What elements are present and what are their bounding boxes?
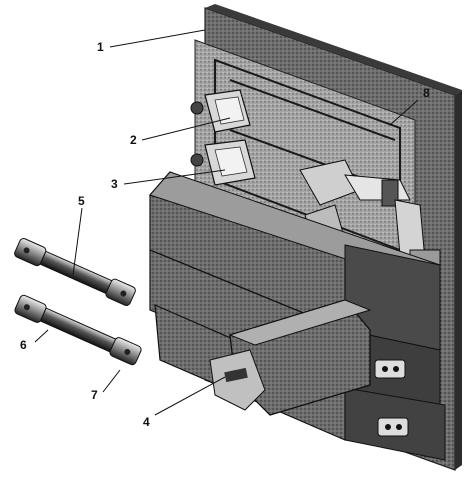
lower-contact-clip bbox=[190, 139, 256, 186]
leader-8 bbox=[389, 99, 419, 126]
leader-lines bbox=[34, 29, 419, 416]
leader-1 bbox=[109, 29, 206, 48]
callout-1: 1 bbox=[97, 40, 104, 54]
callout-5: 5 bbox=[78, 194, 85, 208]
leader-5 bbox=[72, 207, 83, 276]
leader-6 bbox=[34, 329, 49, 343]
callout-3: 3 bbox=[111, 177, 118, 191]
fuse-upper bbox=[14, 238, 136, 306]
leader-7 bbox=[102, 369, 121, 393]
callout-labels: 1 2 3 4 5 6 7 8 bbox=[20, 40, 430, 429]
leader-4 bbox=[154, 376, 226, 416]
callout-2: 2 bbox=[130, 133, 137, 147]
callout-4: 4 bbox=[143, 415, 150, 429]
leader-3 bbox=[123, 169, 226, 185]
callout-8: 8 bbox=[423, 86, 430, 100]
callout-7: 7 bbox=[91, 388, 98, 402]
leader-2 bbox=[141, 117, 231, 141]
callout-6: 6 bbox=[20, 338, 27, 352]
insulator-housing bbox=[149, 171, 446, 461]
fuse-lower bbox=[14, 294, 142, 366]
